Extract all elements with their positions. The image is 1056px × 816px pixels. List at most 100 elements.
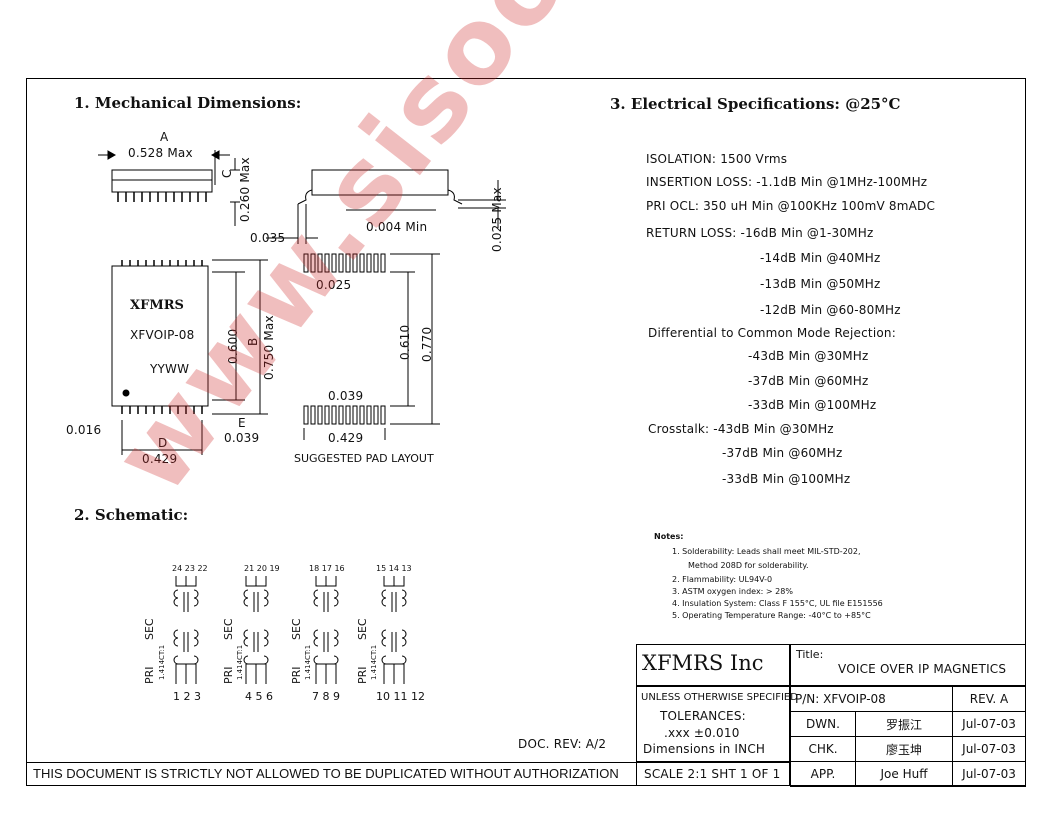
drawing-frame <box>26 78 1026 786</box>
pad-layout-label: SUGGESTED PAD LAYOUT <box>294 452 434 465</box>
ratio-1: 1.414CT:1 <box>158 644 166 680</box>
pri-label-3: PRI <box>290 666 303 684</box>
spec-crosstalk: Crosstalk: -43dB Min @30MHz <box>648 422 834 436</box>
note-4: 4. Insulation System: Class F 155°C, UL … <box>672 599 883 608</box>
chk-name: 廖玉坤 <box>855 736 953 762</box>
dwn-date: Jul-07-03 <box>952 711 1026 737</box>
part-date-code: YYWW <box>150 362 190 376</box>
dim-429-pad: 0.429 <box>328 431 364 445</box>
side-view-drawing <box>98 150 240 226</box>
tolerance-box <box>636 686 790 762</box>
part-number: XFVOIP-08 <box>130 328 195 342</box>
chk-label: CHK. <box>790 736 856 762</box>
dim-429: 0.429 <box>142 452 178 466</box>
spec-ct-60: -37dB Min @60MHz <box>722 446 843 460</box>
app-name: Joe Huff <box>855 761 953 787</box>
electrical-heading: 3. Electrical Specifications: @25°C <box>610 95 901 113</box>
pins-bottom-1: 1 2 3 <box>173 690 201 703</box>
dwn-name: 罗振江 <box>855 711 953 737</box>
pad-layout-drawing <box>303 253 440 440</box>
pins-top-2: 21 20 19 <box>244 564 280 573</box>
dim-d-letter: D <box>158 436 168 450</box>
footer-notice: THIS DOCUMENT IS STRICTLY NOT ALLOWED TO… <box>33 766 619 781</box>
scale-box <box>636 762 790 786</box>
dim-pad-025: 0.025 <box>316 278 352 292</box>
dimensions-unit: Dimensions in INCH <box>643 742 766 756</box>
notes-title: Notes: <box>654 532 684 541</box>
transformer-schematic <box>173 575 407 685</box>
spec-dcmr-100: -33dB Min @100MHz <box>748 398 877 412</box>
pri-label-1: PRI <box>143 666 156 684</box>
scale-text: SCALE 2:1 SHT 1 OF 1 <box>644 767 781 781</box>
dim-016: 0.016 <box>66 423 102 437</box>
unless-text: UNLESS OTHERWISE SPECIFIED <box>641 692 798 703</box>
dim-e-letter: E <box>238 416 246 430</box>
ratio-3: 1.414CT:1 <box>304 644 312 680</box>
dim-025-max: 0.025 Max <box>490 187 504 252</box>
note-1b: Method 208D for solderability. <box>688 561 809 570</box>
tolerances-label: TOLERANCES: <box>660 709 746 723</box>
app-label: APP. <box>790 761 856 787</box>
spec-isolation: ISOLATION: 1500 Vrms <box>646 152 788 166</box>
dim-750: 0.750 Max <box>262 315 276 380</box>
spec-rl-50: -13dB Min @50MHz <box>760 277 881 291</box>
company-box <box>636 644 790 686</box>
spec-insertion-loss: INSERTION LOSS: -1.1dB Min @1MHz-100MHz <box>646 175 928 189</box>
ratio-2: 1.414CT:1 <box>236 644 244 680</box>
spec-return-loss: RETURN LOSS: -16dB Min @1-30MHz <box>646 226 874 240</box>
sec-label-2: SEC <box>222 618 235 640</box>
dim-610: 0.610 <box>398 324 412 360</box>
pins-top-3: 18 17 16 <box>309 564 345 573</box>
dim-004: 0.004 Min <box>366 220 428 234</box>
note-3: 3. ASTM oxygen index: > 28% <box>672 587 793 596</box>
profile-view-drawing <box>266 169 506 244</box>
dim-039: 0.039 <box>224 431 260 445</box>
pins-bottom-4: 10 11 12 <box>376 690 425 703</box>
title-box <box>790 644 1026 686</box>
pins-bottom-2: 4 5 6 <box>245 690 273 703</box>
dwn-label: DWN. <box>790 711 856 737</box>
title-label: Title: <box>796 648 824 661</box>
spec-pri-ocl: PRI OCL: 350 uH Min @100KHz 100mV 8mADC <box>646 199 936 213</box>
revision-cell: REV. A <box>952 686 1026 712</box>
footer-box <box>26 762 636 786</box>
mechanical-heading: 1. Mechanical Dimensions: <box>74 94 302 112</box>
dim-b-letter: B <box>246 337 260 346</box>
spec-dcmr-30: -43dB Min @30MHz <box>748 349 869 363</box>
tolerance-value: .xxx ±0.010 <box>664 726 740 740</box>
pins-top-4: 15 14 13 <box>376 564 412 573</box>
dim-600: 0.600 <box>226 328 240 364</box>
dim-a-value: 0.528 Max <box>128 146 193 160</box>
approval-table: P/N: XFVOIP-08 REV. A DWN. 罗振江 Jul-07-03… <box>790 686 1026 787</box>
dim-c-letter: C <box>220 169 234 178</box>
schematic-heading: 2. Schematic: <box>74 506 189 524</box>
pri-label-2: PRI <box>222 666 235 684</box>
note-1: 1. Solderability: Leads shall meet MIL-S… <box>672 547 861 556</box>
sec-label-3: SEC <box>290 618 303 640</box>
spec-ct-100: -33dB Min @100MHz <box>722 472 851 486</box>
title-value: VOICE OVER IP MAGNETICS <box>838 662 1007 676</box>
note-2: 2. Flammability: UL94V-0 <box>672 575 773 584</box>
company-name: XFMRS Inc <box>642 651 764 675</box>
app-date: Jul-07-03 <box>952 761 1026 787</box>
spec-dcmr-title: Differential to Common Mode Rejection: <box>648 326 896 340</box>
package-top-view <box>111 259 268 455</box>
spec-rl-60-80: -12dB Min @60-80MHz <box>760 303 901 317</box>
dim-770: 0.770 <box>420 326 434 362</box>
pins-bottom-3: 7 8 9 <box>312 690 340 703</box>
spec-rl-40: -14dB Min @40MHz <box>760 251 881 265</box>
pri-label-4: PRI <box>356 666 369 684</box>
part-number-cell: P/N: XFVOIP-08 <box>790 686 953 712</box>
dim-a-letter: A <box>160 130 169 144</box>
dim-039-pad: 0.039 <box>328 389 364 403</box>
chk-date: Jul-07-03 <box>952 736 1026 762</box>
part-brand: XFMRS <box>130 298 184 313</box>
spec-dcmr-60: -37dB Min @60MHz <box>748 374 869 388</box>
sec-label-1: SEC <box>143 618 156 640</box>
sec-label-4: SEC <box>356 618 369 640</box>
ratio-4: 1.414CT:1 <box>370 644 378 680</box>
dim-lead: 0.035 <box>250 231 286 245</box>
note-5: 5. Operating Temperature Range: -40°C to… <box>672 611 871 620</box>
doc-revision: DOC. REV: A/2 <box>518 737 607 751</box>
pins-top-1: 24 23 22 <box>172 564 208 573</box>
